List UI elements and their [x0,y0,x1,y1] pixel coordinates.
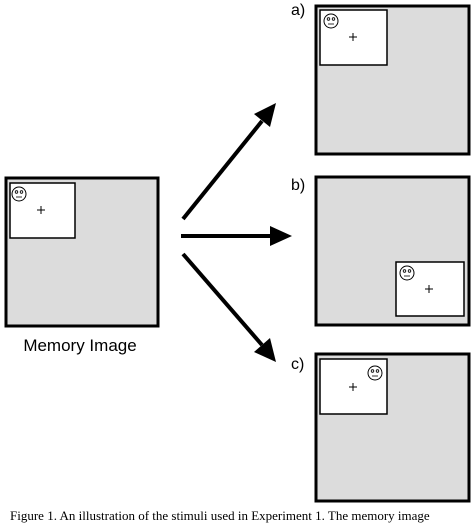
smiley-face-icon [323,13,339,29]
memory-image-frame [4,176,160,328]
smiley-face-icon [399,265,415,281]
plus-cross-icon [349,33,357,41]
plus-cross-icon [37,206,45,214]
memory-image-label: Memory Image [23,336,136,355]
panel-c-frame [314,352,471,503]
smiley-face-icon [367,365,383,381]
arrow-to-b [181,226,292,246]
panel-b-label: b) [291,177,305,194]
panel-c-label: c) [291,356,304,373]
panel-a-frame [314,4,471,156]
arrow-to-c [181,252,276,362]
smiley-face-icon [11,186,27,202]
plus-cross-icon [425,285,433,293]
plus-cross-icon [349,383,357,391]
arrow-to-a [181,103,276,221]
panel-a-label: a) [291,2,305,19]
panel-b-frame [314,175,471,327]
figure-caption: Figure 1. An illustration of the stimuli… [10,508,430,523]
